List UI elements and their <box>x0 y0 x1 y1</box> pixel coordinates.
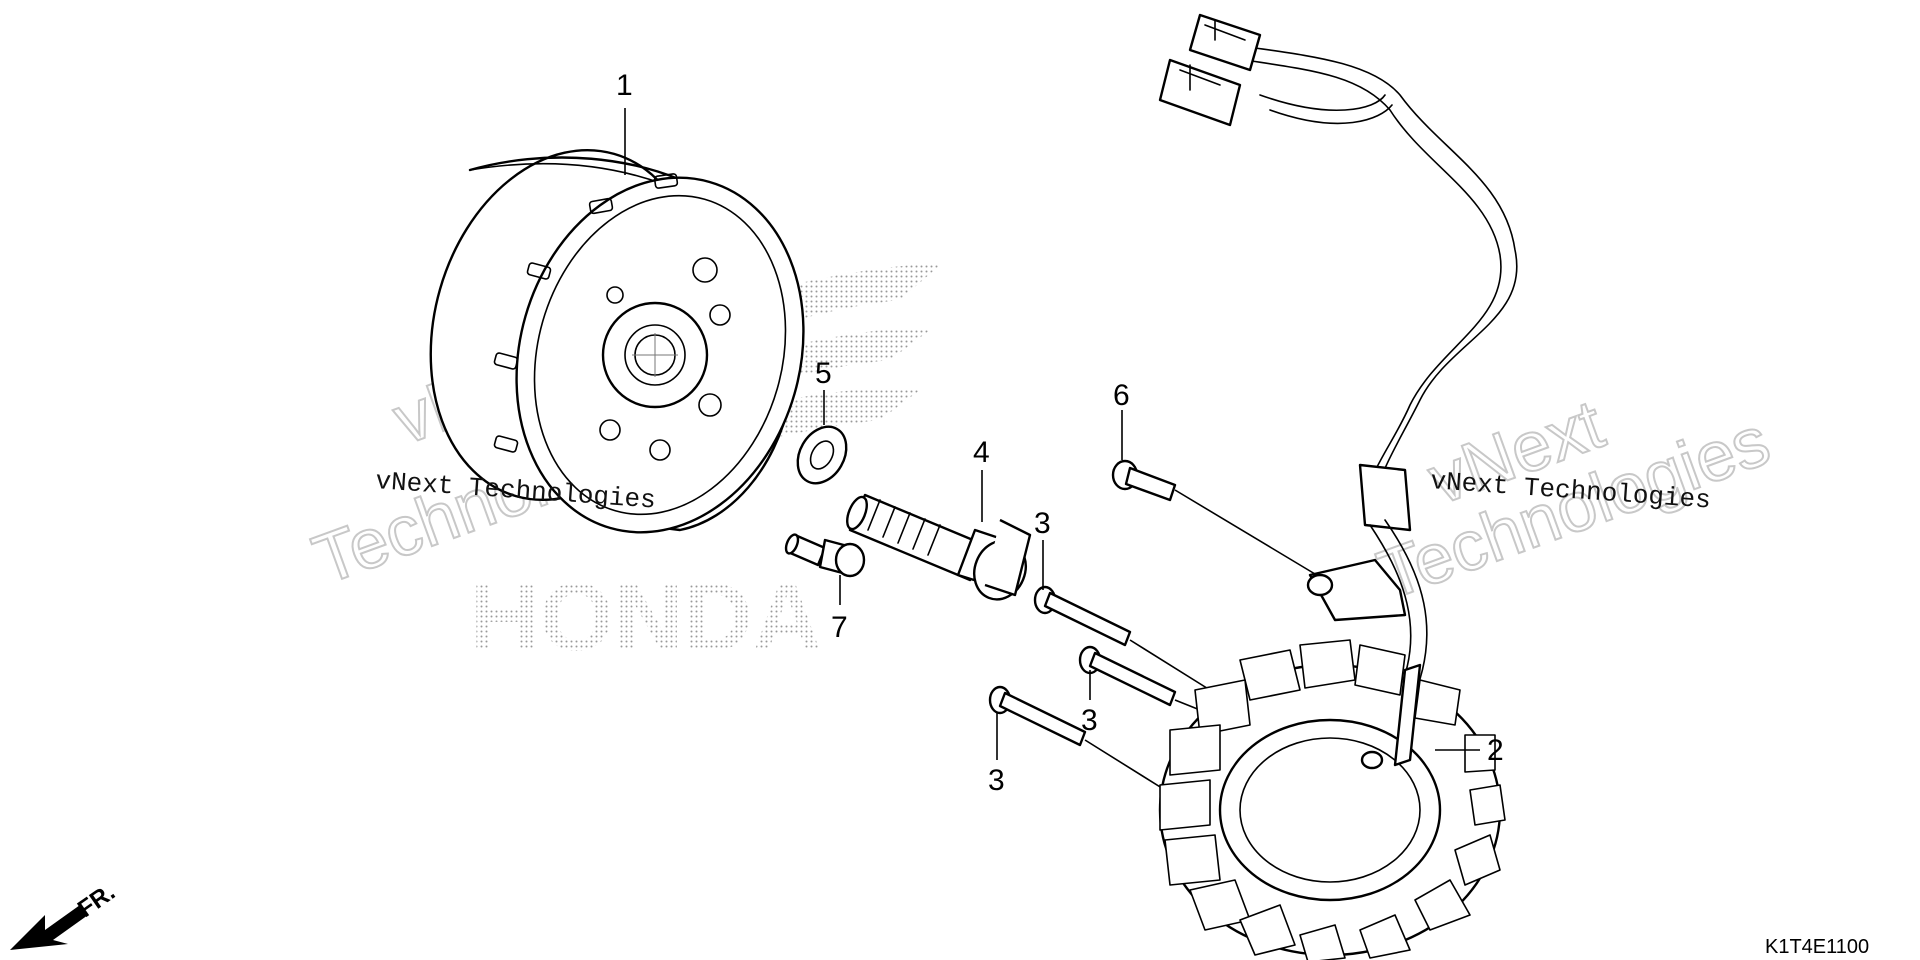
callout-1: 1 <box>616 69 633 175</box>
stator-assembly <box>1158 13 1518 960</box>
callout-label-1: 1 <box>616 69 633 102</box>
callout-label-3c: 3 <box>988 764 1005 797</box>
honda-logo-text: HONDA <box>470 564 822 671</box>
callout-label-4: 4 <box>973 436 990 469</box>
stator-bolt-b <box>1078 645 1177 707</box>
stator-bolt-c <box>988 685 1087 747</box>
figure-code: K1T4E1100 <box>1765 936 1869 958</box>
callout-3c: 3 <box>988 712 1005 797</box>
washer <box>796 425 848 485</box>
flywheel <box>429 148 805 534</box>
callout-2: 2 <box>1435 734 1504 767</box>
flywheel-bolt <box>846 493 1032 601</box>
callout-6: 6 <box>1113 379 1130 460</box>
callout-3b: 3 <box>1081 670 1098 737</box>
callout-5: 5 <box>815 357 832 425</box>
stator-bolt-a <box>1033 585 1132 647</box>
callout-label-5: 5 <box>815 357 832 390</box>
alignment-lines <box>1084 489 1326 791</box>
callout-3a: 3 <box>1034 507 1051 590</box>
front-arrow-icon <box>10 905 88 950</box>
front-direction-indicator: FR. <box>10 879 120 950</box>
callout-label-2: 2 <box>1487 734 1504 767</box>
callout-4: 4 <box>973 436 990 522</box>
callout-label-3a: 3 <box>1034 507 1051 540</box>
connector-plug-upper <box>1188 13 1262 72</box>
callout-7: 7 <box>831 575 848 644</box>
callout-label-7: 7 <box>831 611 848 644</box>
callout-label-6: 6 <box>1113 379 1130 412</box>
clamp-bolt <box>1111 459 1177 502</box>
callout-label-3b: 3 <box>1081 704 1098 737</box>
small-bolt <box>784 533 866 578</box>
connector-plug-lower <box>1158 58 1242 127</box>
